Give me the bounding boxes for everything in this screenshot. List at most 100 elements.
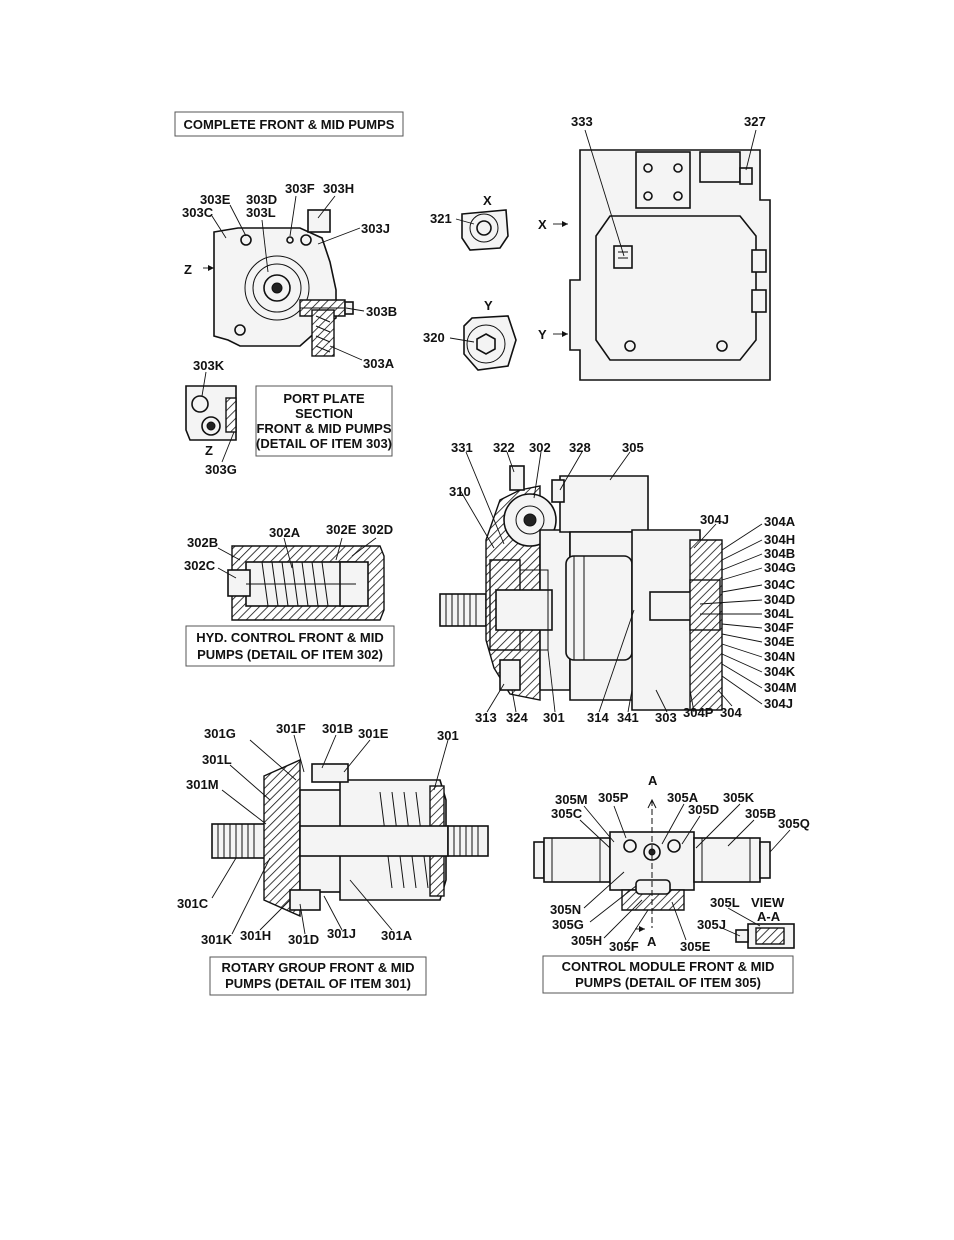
label-304: 304 — [720, 705, 742, 720]
label-303D: 303D — [246, 192, 277, 207]
label-305F: 305F — [609, 939, 639, 954]
label-303J: 303J — [361, 221, 390, 236]
label-305P: 305P — [598, 790, 629, 805]
label-321: 321 — [430, 211, 452, 226]
label-305Q: 305Q — [778, 816, 810, 831]
label-305: 305 — [622, 440, 644, 455]
label-301-top: 301 — [437, 728, 459, 743]
caption-port-plate-4: (DETAIL OF ITEM 303) — [256, 436, 392, 451]
label-305J: 305J — [697, 917, 726, 932]
label-320: 320 — [423, 330, 445, 345]
label-305C: 305C — [551, 806, 583, 821]
label-304B: 304B — [764, 546, 795, 561]
view-x-detail — [461, 209, 509, 251]
label-view-aa: A-A — [757, 909, 781, 924]
label-304A: 304A — [764, 514, 796, 529]
label-305E: 305E — [680, 939, 711, 954]
caption-control-module-1: CONTROL MODULE FRONT & MID — [562, 959, 775, 974]
view-y-detail — [463, 315, 517, 371]
label-302D: 302D — [362, 522, 393, 537]
rotary-group-drawing — [211, 758, 489, 918]
caption-hyd-control-2: PUMPS (DETAIL OF ITEM 302) — [197, 647, 383, 662]
label-324: 324 — [506, 710, 528, 725]
label-305D: 305D — [688, 802, 719, 817]
label-305B: 305B — [745, 806, 776, 821]
label-view: VIEW — [751, 895, 785, 910]
caption-rotary-1: ROTARY GROUP FRONT & MID — [221, 960, 414, 975]
label-333: 333 — [571, 114, 593, 129]
label-301G: 301G — [204, 726, 236, 741]
label-305M: 305M — [555, 792, 588, 807]
label-304D: 304D — [764, 592, 795, 607]
caption-control-module-2: PUMPS (DETAIL OF ITEM 305) — [575, 975, 761, 990]
label-301B: 301B — [322, 721, 353, 736]
label-301K: 301K — [201, 932, 233, 947]
label-310: 310 — [449, 484, 471, 499]
label-313: 313 — [475, 710, 497, 725]
label-301E: 301E — [358, 726, 389, 741]
label-301L: 301L — [202, 752, 232, 767]
label-303B: 303B — [366, 304, 397, 319]
label-301A: 301A — [381, 928, 413, 943]
label-301F: 301F — [276, 721, 306, 736]
label-341: 341 — [617, 710, 639, 725]
label-304L: 304L — [764, 606, 794, 621]
label-301H: 301H — [240, 928, 271, 943]
label-327: 327 — [744, 114, 766, 129]
label-302: 302 — [529, 440, 551, 455]
hyd-control-drawing — [227, 545, 385, 621]
label-301: 301 — [543, 710, 565, 725]
label-301D: 301D — [288, 932, 319, 947]
caption-port-plate-2: SECTION — [295, 406, 353, 421]
label-303H: 303H — [323, 181, 354, 196]
control-module-drawing — [533, 798, 795, 949]
complete-pump-drawing — [569, 149, 771, 381]
label-305L: 305L — [710, 895, 740, 910]
label-Y-view: Y — [484, 298, 493, 313]
label-328: 328 — [569, 440, 591, 455]
label-301M: 301M — [186, 777, 219, 792]
port-plate-section-z — [185, 385, 237, 441]
label-304J-top: 304J — [700, 512, 729, 527]
port-plate-drawing — [213, 209, 354, 357]
label-302A: 302A — [269, 525, 301, 540]
label-A-top: A — [648, 773, 658, 788]
label-Y-arrow: Y — [538, 327, 547, 342]
caption-complete: COMPLETE FRONT & MID PUMPS — [184, 117, 395, 132]
caption-hyd-control-box — [185, 625, 395, 667]
label-304M: 304M — [764, 680, 797, 695]
label-303K: 303K — [193, 358, 225, 373]
label-303: 303 — [655, 710, 677, 725]
label-304J-bottom: 304J — [764, 696, 793, 711]
label-305G: 305G — [552, 917, 584, 932]
caption-control-module-box — [542, 955, 794, 994]
label-301J: 301J — [327, 926, 356, 941]
label-304P: 304P — [683, 705, 714, 720]
label-Z-top: Z — [184, 262, 192, 277]
label-303E: 303E — [200, 192, 231, 207]
label-303L: 303L — [246, 205, 276, 220]
label-303F: 303F — [285, 181, 315, 196]
label-304E: 304E — [764, 634, 795, 649]
main-section-view — [439, 465, 723, 711]
label-305N: 305N — [550, 902, 581, 917]
label-304N: 304N — [764, 649, 795, 664]
label-304C: 304C — [764, 577, 796, 592]
label-303G: 303G — [205, 462, 237, 477]
label-322: 322 — [493, 440, 515, 455]
label-303C: 303C — [182, 205, 214, 220]
label-304H: 304H — [764, 532, 795, 547]
label-304K: 304K — [764, 664, 796, 679]
label-305H: 305H — [571, 933, 602, 948]
label-331: 331 — [451, 440, 473, 455]
caption-complete-box — [174, 111, 404, 137]
label-304F: 304F — [764, 620, 794, 635]
label-X-view: X — [483, 193, 492, 208]
label-302B: 302B — [187, 535, 218, 550]
label-304G: 304G — [764, 560, 796, 575]
caption-rotary-box — [209, 956, 427, 996]
label-302E: 302E — [326, 522, 357, 537]
caption-port-plate-1: PORT PLATE — [283, 391, 365, 406]
